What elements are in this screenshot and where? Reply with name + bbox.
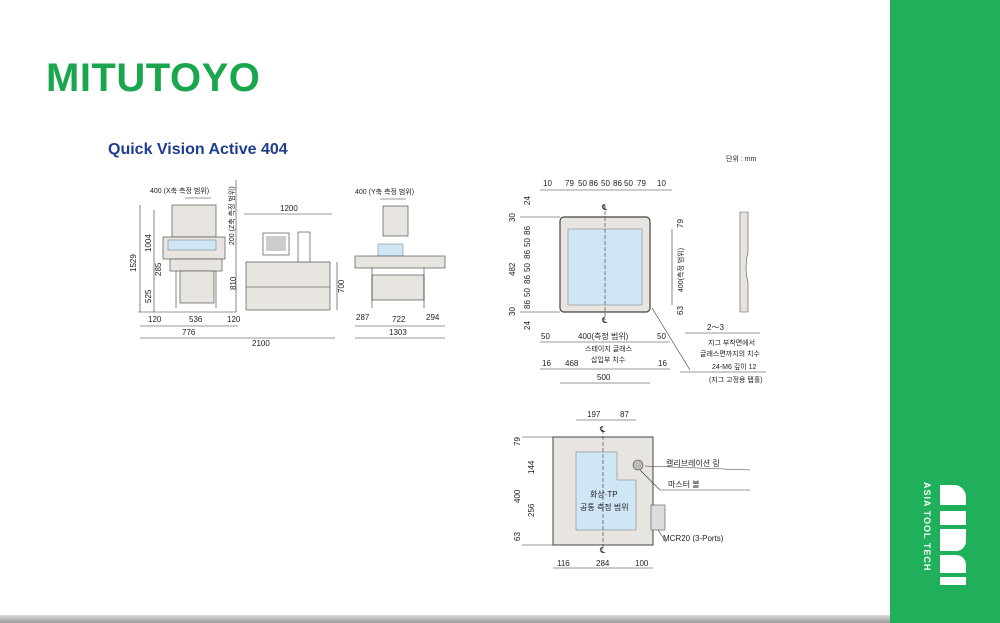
dim-536: 536: [189, 315, 203, 324]
centerline-bottom-mark: ℄: [601, 316, 608, 325]
dim-right-79: 79: [676, 219, 685, 228]
dim-right-range: 400(측정 범위): [676, 248, 685, 292]
dim-468: 468: [565, 359, 579, 368]
dim-left-7: 50: [523, 288, 532, 297]
dim-400: 400: [513, 489, 522, 503]
dim-1200: 1200: [280, 204, 298, 213]
dim-100: 100: [635, 559, 649, 568]
page-title: Quick Vision Active 404: [108, 141, 288, 158]
master-ball-label: 마스터 볼: [668, 479, 700, 489]
dim-left-2: 86: [523, 226, 532, 235]
dim-482: 482: [508, 262, 517, 276]
dim-left-10: 24: [523, 321, 532, 330]
dim-left-0: 24: [523, 196, 532, 205]
centerline-top-mark: ℄: [601, 203, 608, 212]
dim-294: 294: [426, 313, 440, 322]
bottom-shadow-bar: [0, 615, 890, 623]
unit-label: 단위 : mm: [726, 154, 757, 163]
dim-287: 287: [356, 313, 370, 322]
dim-525: 525: [144, 289, 153, 303]
dim-197: 197: [587, 410, 601, 419]
dim-left-5: 50: [523, 263, 532, 272]
side-view: 400 (Y축 측정 범위) 287 722 294 1303: [354, 187, 446, 339]
calibration-ring-label: 캘리브레이션 링: [666, 458, 720, 468]
measure-area-label-1: 화상·TP: [590, 489, 618, 499]
dim-256: 256: [527, 503, 536, 517]
mcr20-label: MCR20 (3-Ports): [663, 534, 724, 543]
dim-776: 776: [182, 328, 196, 337]
dim-top-5: 86: [613, 179, 622, 188]
asia-tool-tech-text: ASIA TOOL TECH: [922, 482, 932, 572]
dim-left-6: 86: [523, 275, 532, 284]
y-range-label: 400 (Y축 측정 범위): [355, 187, 414, 196]
dim-700: 700: [337, 279, 346, 293]
centerline-bottom-mark: ℄: [599, 546, 606, 555]
stage-bottom-view: 197 87 79 144 400 256 63 116 284 100 ℄ ℄…: [513, 410, 751, 569]
dim-79: 79: [513, 437, 522, 446]
measure-area-label-2: 공통 측정 범위: [580, 502, 629, 512]
dim-right-63: 63: [676, 306, 685, 315]
dim-left-8: 86: [523, 300, 532, 309]
dim-500: 500: [597, 373, 611, 382]
dim-1529: 1529: [129, 254, 138, 272]
left-dimensions: 24 30 86 50 86 50 86 50 86 30 24 482: [508, 196, 532, 330]
dim-top-7: 79: [637, 179, 646, 188]
tap-hole-label: 24-M6 깊이 12: [712, 362, 757, 371]
dim-285: 285: [154, 262, 163, 276]
dim-left-4: 86: [523, 250, 532, 259]
dim-120-right: 120: [227, 315, 241, 324]
dim-top-3: 86: [589, 179, 598, 188]
dim-top-6: 50: [624, 179, 633, 188]
dim-bottom-50-right: 50: [657, 332, 666, 341]
dim-120-left: 120: [148, 315, 162, 324]
jig-note-1: 지그 부착면에서: [708, 338, 755, 347]
z-range-label: 200 (Z축 측정 범위): [227, 186, 236, 245]
dim-left-9: 30: [508, 307, 517, 316]
mitutoyo-logo: MITUTOYO: [46, 56, 261, 100]
dim-16-left: 16: [542, 359, 551, 368]
stage-top-view: 단위 : mm 10 79 50 86 50 86 50 79 10 24 30…: [508, 154, 766, 384]
asia-tool-tech-logo-icon: [940, 485, 966, 585]
jig-note-2: 글래스면까지의 치수: [700, 349, 760, 358]
glass-label-1: 스테이지 글래스: [585, 344, 633, 353]
dim-2100: 2100: [252, 339, 270, 348]
top-dimensions: 10 79 50 86 50 86 50 79 10: [543, 179, 666, 188]
dim-1004: 1004: [144, 234, 153, 252]
tap-hole-note: (지그 고정용 탭홀): [709, 375, 763, 384]
dim-top-1: 79: [565, 179, 574, 188]
dim-810: 810: [229, 276, 238, 290]
dim-1303: 1303: [389, 328, 407, 337]
dim-top-0: 10: [543, 179, 552, 188]
dim-bottom-range: 400(측정 범위): [578, 331, 629, 341]
centerline-top-mark: ℄: [599, 425, 606, 434]
dim-87: 87: [620, 410, 629, 419]
dim-284: 284: [596, 559, 610, 568]
dim-63: 63: [513, 532, 522, 541]
front-view: 400 (X축 측정 범위) 200 (Z축 측정 범위) 1529 1004 …: [129, 180, 335, 348]
dim-bottom-50-left: 50: [541, 332, 550, 341]
dim-144: 144: [527, 460, 536, 474]
dim-top-8: 10: [657, 179, 666, 188]
dim-top-2: 50: [578, 179, 587, 188]
dim-16-right: 16: [658, 359, 667, 368]
dim-722: 722: [392, 315, 406, 324]
technical-drawing: 400 (X축 측정 범위) 200 (Z축 측정 범위) 1529 1004 …: [129, 154, 766, 569]
dim-top-4: 50: [601, 179, 610, 188]
x-range-label: 400 (X축 측정 범위): [150, 186, 209, 195]
desk-view: 1200 700: [244, 204, 346, 311]
dim-left-1: 30: [508, 213, 517, 222]
glass-label-2: 삽입부 치수: [591, 355, 626, 364]
dim-left-3: 50: [523, 238, 532, 247]
gap-label: 2～3: [707, 323, 724, 332]
dim-116: 116: [557, 559, 570, 568]
